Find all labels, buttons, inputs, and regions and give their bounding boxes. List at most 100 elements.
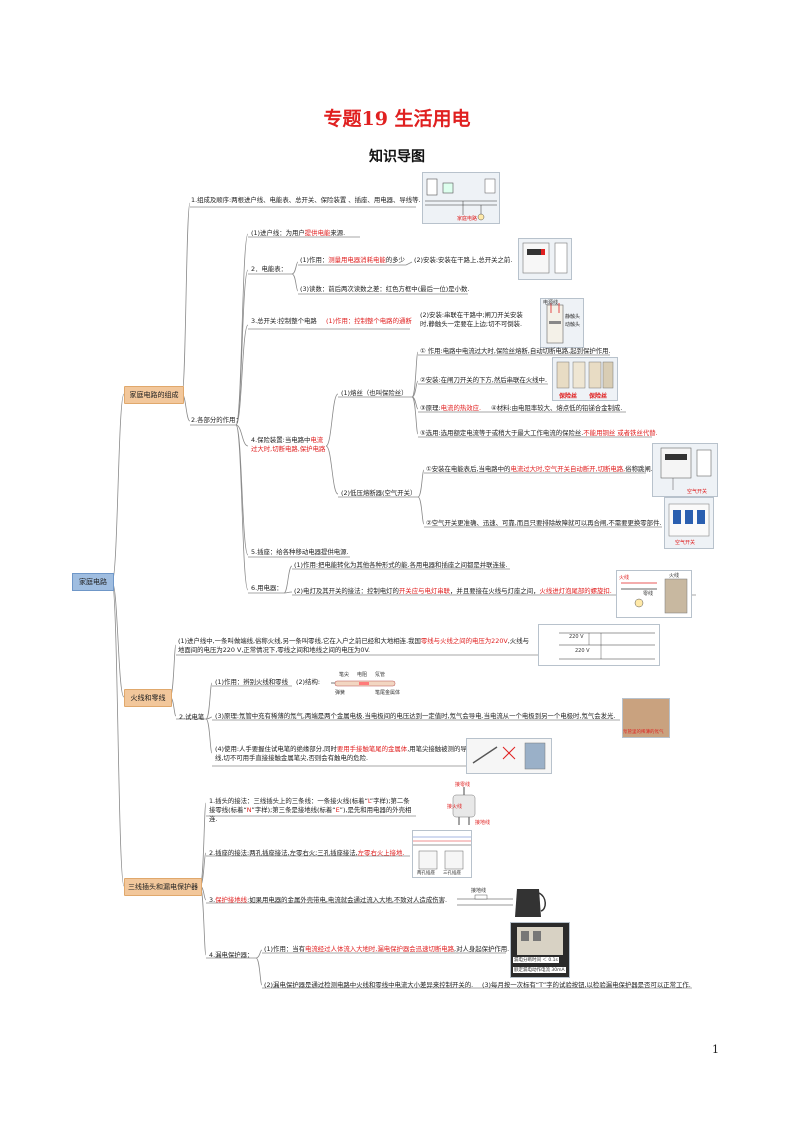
fuse-function: ① 作用:电路中电流过大时,保险丝熔断,自动切断电路,起到保护作用. <box>420 347 611 355</box>
rcd-function: (1)作用：当有电流经过人体流入大地时,漏电保护器会迅速切断电路,对人身起保护作… <box>264 945 510 953</box>
usage-drawing <box>472 742 546 770</box>
voltage-drawing <box>559 632 655 660</box>
rcd-mechanism: (2)漏电保护器是通过检测电路中火线和零线中电流大小差异来控制开关的. <box>264 981 474 989</box>
plug-caption-neutral: 接零线 <box>455 782 471 788</box>
breaker-image-2: 空气开关 <box>664 497 714 549</box>
page-number: 1 <box>712 1043 719 1056</box>
knife-switch-drawing <box>546 303 564 344</box>
rcd-label: 4.漏电保护器： <box>209 951 254 959</box>
root-node: 家庭电路 <box>72 573 114 591</box>
test-pen-image: 笔尖 电阻 氖管 弹簧 笔尾金属体 <box>330 668 408 698</box>
service-lines-intro: (1)进户线中,一条叫做端线,俗称火线,另一条叫零线,它在入户之前已经和大地相连… <box>178 637 529 654</box>
fuse-image: 保险丝 保险丝 <box>552 357 618 401</box>
meter-install: (2)安装:安装在干路上,总开关之前. <box>414 256 513 264</box>
pen-part-tail: 笔尾金属体 <box>375 690 401 696</box>
breaker-drawing-1 <box>660 447 712 490</box>
lamp-drawing <box>621 578 688 614</box>
plug-image: 接零线 接火线 接地线 <box>444 780 494 830</box>
lamp-caption-live: 火线 <box>619 575 630 581</box>
breaker-caption-2: 空气开关 <box>675 540 696 546</box>
rcd-caption-2: 额定漏电动作电流 30mA <box>513 967 566 973</box>
kettle-image: 接地线 <box>454 878 548 922</box>
plug-drawing <box>452 787 476 825</box>
kettle-drawing <box>457 889 546 917</box>
voltage-image: 220 V 220 V <box>538 624 660 666</box>
fuse-caption-2: 保险丝 <box>589 393 608 400</box>
neon-image: 氖管里的稀薄的氖气 <box>622 698 670 738</box>
fuse-selection: ⑤选用:选用额定电流等于或稍大于最大工作电流的保险丝.不能用铜丝 或者铁丝代替. <box>420 429 658 437</box>
socket-image: 两孔插座 三孔插座 <box>412 830 472 878</box>
pen-part-resistor: 电阻 <box>357 672 368 678</box>
lamp-wiring: (2)电灯及其开关的接法：控制电灯的开关应与电灯串联，并且要接在火线与灯座之间，… <box>294 587 612 595</box>
test-pen-function: (1)作用：辨别火线和零线 <box>215 678 288 686</box>
breaker-label: (2)低压熔断器(空气开关） <box>341 489 417 497</box>
breaker-caption-1: 空气开关 <box>687 489 708 495</box>
rcd-image: 漏电分断时间 ＜ 0.1s 额定漏电动作电流 30mA <box>510 922 570 978</box>
meter-reading: (3)读数：前后两次读数之差：红色方框中(最后一位)是小数. <box>300 285 470 293</box>
socket-drawing <box>413 836 471 870</box>
household-circuit-caption: 家庭电路 <box>457 216 478 222</box>
knife-switch-caption-b: 静触头 <box>565 314 581 320</box>
branch-live-neutral: 火线和零线 <box>124 689 172 707</box>
lamp-caption-live-2: 火线 <box>669 573 680 579</box>
socket-text: 5.插座：给各种移动电器提供电源. <box>251 548 349 556</box>
page-subtitle: 知识导图 <box>369 149 425 165</box>
kettle-caption: 接地线 <box>471 888 487 894</box>
socket-wiring-text: 2.插座的接法:两孔插座接法,左零右火;三孔插座接法,左零右火上接地. <box>209 849 405 857</box>
pen-part-neon: 氖管 <box>375 672 386 678</box>
breaker-install: ①安装在电能表后,当电路中的电流过大时,空气开关自动断开,切断电路,俗称跳闸. <box>426 465 653 473</box>
appliance-label: 6.用电器： <box>251 584 283 592</box>
fuse-label: (1)熔丝（也叫保险丝） <box>341 389 408 397</box>
test-pen-label: 2.试电笔 <box>179 713 205 721</box>
fuse-material: ④材料:由电阻率较大、熔点低的铅锑合金制成. <box>491 404 623 412</box>
pen-part-spring: 弹簧 <box>335 690 346 696</box>
voltage-caption-1: 220 V <box>569 634 584 640</box>
meter-function: (1)作用：测量用电器消耗电能的多少 <box>300 256 405 264</box>
lamp-wiring-image: 火线 零线 火线 <box>616 570 692 618</box>
lamp-caption-neutral: 零线 <box>643 591 654 597</box>
main-switch-function: (1)作用：控制整个电路的通断 <box>326 317 412 325</box>
voltage-caption-2: 220 V <box>575 648 590 654</box>
ground-wire-text: 3.保护接地线:如果用电器的金属外壳带电,电流就会通过流入大地,不致对人造成伤害… <box>209 896 448 904</box>
test-pen-structure: (2)结构: <box>296 678 320 686</box>
breaker-drawing-2 <box>668 503 710 537</box>
socket-caption-two: 两孔插座 <box>417 871 435 876</box>
knife-switch-caption-a: 电源线 <box>543 300 559 306</box>
fuse-device-text: 4.保险装置:当电路中电流过大时,切断电路,保护电路 <box>251 436 326 453</box>
meter-drawing <box>522 242 568 274</box>
rcd-monthly-test: (3)每月按一次标有“T”字的试验按钮,以检验漏电保护器是否可以正常工作. <box>482 981 691 989</box>
test-pen-drawing <box>331 680 396 687</box>
composition-text: 1.组成及顺序:两根进户线、电能表、总开关、保险装置 、插座、用电器、导线等. <box>191 196 421 204</box>
breaker-advantage: ②空气开关更准确、迅速、可靠,而且只要排除故障就可以再合闸,不需要更换零部件. <box>426 519 662 527</box>
pen-part-tip: 笔尖 <box>339 672 350 678</box>
main-switch-install: (2)安装:串联在干路中;闸刀开关安装时,静触头一定要在上边;切不可倒装. <box>420 311 523 328</box>
fuse-install: ②安装:在闸刀开关的下方,然后串联在火线中. <box>420 376 547 384</box>
household-circuit-image: 家庭电路 <box>422 172 500 224</box>
meter-label: 2．电能表： <box>251 265 288 273</box>
test-pen-usage: (4)使用:人手要握住试电笔的绝缘部分,同时要用手接触笔尾的金属体,用笔尖接触被… <box>215 745 467 762</box>
test-pen-usage-image <box>466 738 552 774</box>
fuse-caption-1: 保险丝 <box>559 393 578 400</box>
rcd-drawing <box>517 927 563 955</box>
test-pen-principle: (3)原理:氖管中充有稀薄的氖气,两端是两个金属电极.当电极间的电压达到一定值时… <box>215 712 616 720</box>
fuse-principle: ③原理:电流的热效应. <box>420 404 482 412</box>
plug-caption-live: 接火线 <box>447 804 463 810</box>
knife-switch-caption-c: 动触头 <box>565 322 581 328</box>
appliance-function: (1)作用:把电能转化为其他各种形式的能.各用电器和插座之间都是并联连接. <box>294 561 508 569</box>
page-title: 专题19 生活用电 <box>323 108 471 130</box>
plug-wiring-text: 1.插头的接法：三线插头上的三条线：一条接火线(标着“L”字样);第二条接零线(… <box>209 797 412 823</box>
service-line-text: (1)进户线：为用户提供电能来源. <box>251 229 346 237</box>
breaker-image-1: 空气开关 <box>652 443 718 497</box>
socket-caption-three: 三孔插座 <box>443 871 461 876</box>
plug-caption-ground: 接地线 <box>475 820 491 826</box>
branch-household-circuit: 家庭电路的组成 <box>124 386 184 404</box>
circuit-drawing <box>425 178 497 221</box>
fuse-drawing <box>556 361 614 389</box>
parts-label: 2.各部分的作用： <box>191 416 242 424</box>
main-switch-text: 3.总开关:控制整个电路 <box>251 317 317 325</box>
knife-switch-image: 电源线 静触头 动触头 <box>540 298 584 348</box>
neon-caption: 氖管里的稀薄的氖气 <box>623 730 664 735</box>
meter-image <box>518 238 572 280</box>
rcd-caption-1: 漏电分断时间 ＜ 0.1s <box>513 957 559 963</box>
